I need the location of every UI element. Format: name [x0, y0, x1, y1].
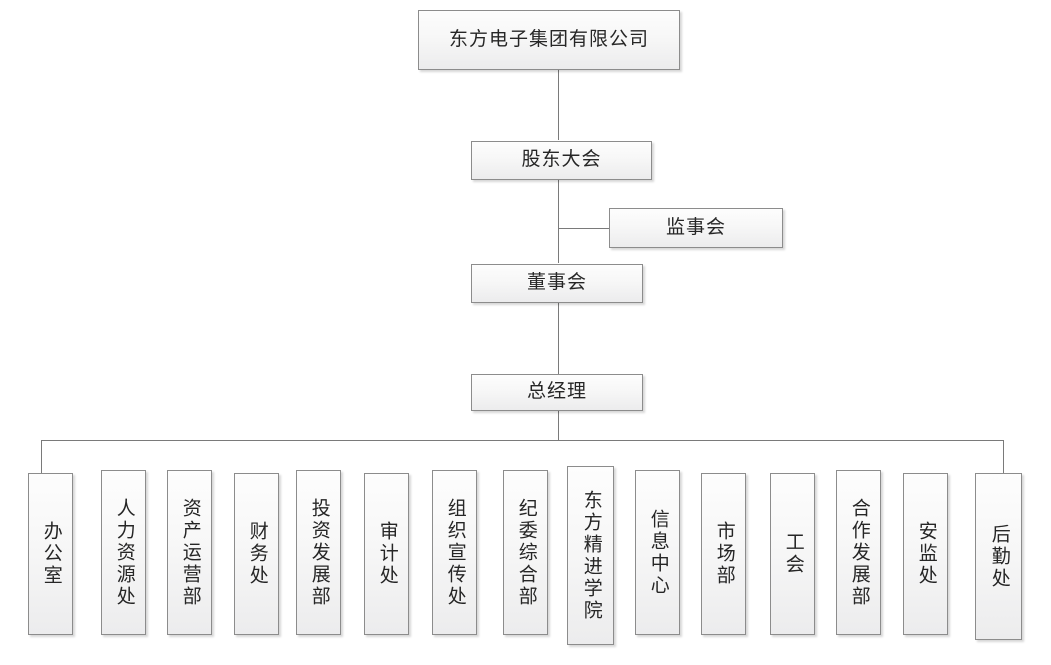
department-node-9[interactable]: 东方精进学院 [567, 466, 614, 645]
node-board-of-directors[interactable]: 董事会 [471, 264, 643, 303]
department-node-3[interactable]: 资产运营部 [167, 470, 212, 635]
connector-general-manager-stem [558, 411, 559, 441]
node-board-of-supervisors[interactable]: 监事会 [609, 208, 783, 248]
department-node-7[interactable]: 组织宣传处 [432, 470, 477, 635]
department-node-4[interactable]: 财务处 [234, 473, 279, 635]
node-shareholders-meeting[interactable]: 股东大会 [471, 141, 652, 180]
department-node-2[interactable]: 人力资源处 [101, 470, 146, 635]
department-node-1[interactable]: 办公室 [28, 473, 73, 635]
department-node-6[interactable]: 审计处 [364, 473, 409, 635]
connector-bus-drop-left [41, 440, 42, 473]
connector-board-to-general-manager [558, 303, 559, 375]
connector-department-bus [41, 440, 1004, 441]
connector-company-to-shareholders [558, 70, 559, 140]
connector-shareholders-to-board [558, 180, 559, 263]
node-general-manager[interactable]: 总经理 [471, 374, 643, 411]
connector-board-branch-to-supervisors [558, 228, 609, 229]
department-node-13[interactable]: 合作发展部 [836, 470, 881, 635]
department-node-12[interactable]: 工会 [770, 473, 815, 635]
department-node-5[interactable]: 投资发展部 [296, 470, 341, 635]
department-node-14[interactable]: 安监处 [903, 473, 948, 635]
department-node-15[interactable]: 后勤处 [975, 473, 1022, 640]
node-company[interactable]: 东方电子集团有限公司 [418, 10, 680, 70]
department-node-10[interactable]: 信息中心 [635, 470, 680, 635]
connector-bus-drop-right [1003, 440, 1004, 473]
department-node-11[interactable]: 市场部 [701, 473, 746, 635]
department-node-8[interactable]: 纪委综合部 [503, 470, 548, 635]
